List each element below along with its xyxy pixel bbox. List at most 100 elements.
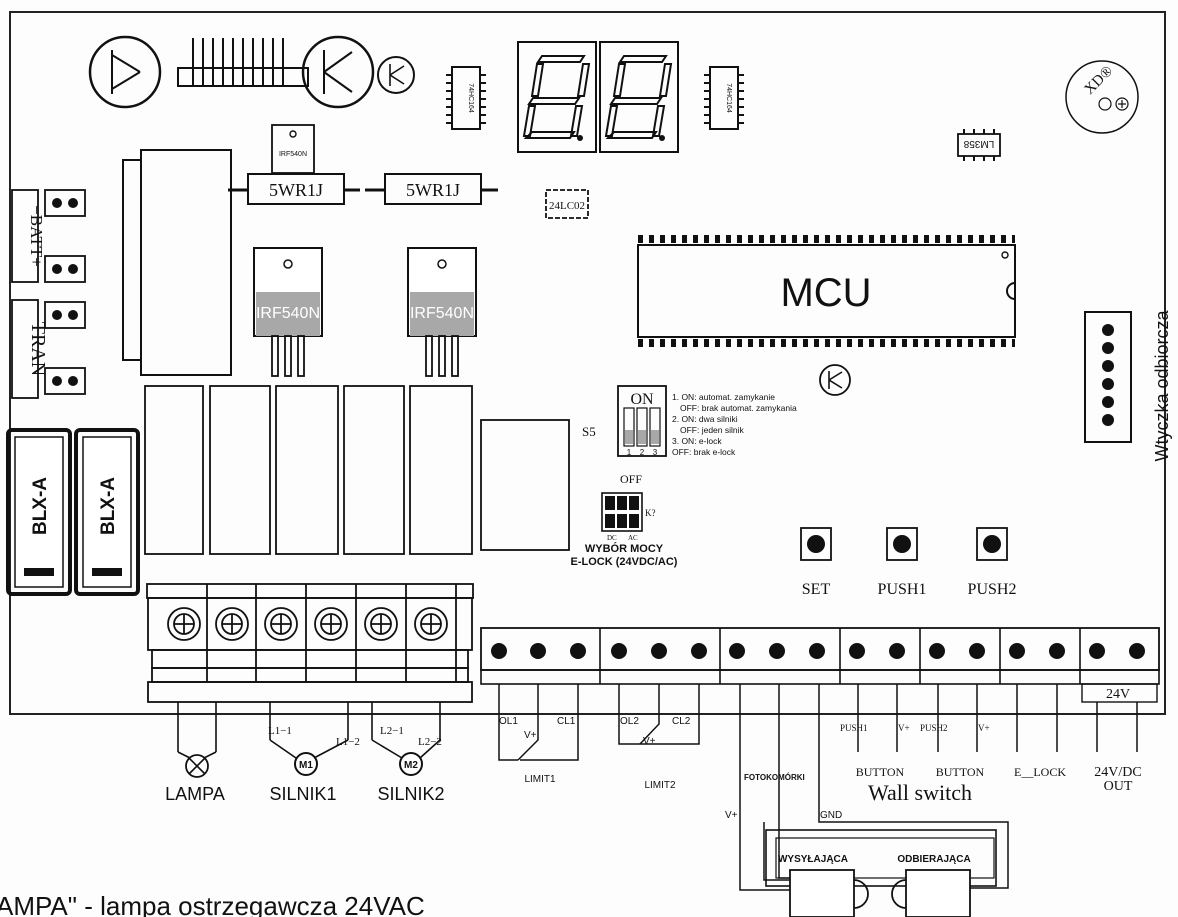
- seven-segment-display-1: [517, 41, 597, 153]
- label-l2-2: L2−2: [418, 736, 442, 748]
- ic-lm358: LM358: [957, 129, 1001, 161]
- jumper-off-label: OFF: [620, 472, 642, 486]
- dip-note-2: OFF: brak automat. zamykania: [680, 403, 797, 413]
- push2-button-caption: BUTTON: [936, 765, 985, 779]
- ol2-label: OL2: [620, 716, 639, 727]
- push2-term-label: PUSH2: [920, 723, 948, 733]
- batt-label: −BATT+: [27, 205, 46, 267]
- limit1-vplus: V+: [524, 730, 537, 741]
- photocell-rx-label: ODBIERAJĄCA: [897, 854, 970, 865]
- receiver-header: Wtyczka odbiorcza: [1084, 309, 1172, 462]
- silnik2-label: SILNIK2: [377, 784, 444, 804]
- foto-vplus-label: V+: [725, 810, 738, 821]
- push1-button-label: PUSH1: [878, 581, 927, 598]
- jumper-ac-label: AC: [628, 534, 638, 542]
- photocell-tx-label: WYSYŁAJĄCA: [778, 854, 848, 865]
- power-terminal-block: [146, 583, 474, 703]
- fuse-2: BLX-A: [74, 428, 140, 596]
- ic-24lc02-label: 24LC02: [549, 200, 585, 212]
- cap-strip: [122, 159, 142, 361]
- motor-2-label: M2: [404, 760, 418, 771]
- jumper-dc-label: DC: [607, 534, 617, 542]
- push1-button-caption: BUTTON: [856, 765, 905, 779]
- transformer-block: [140, 149, 232, 376]
- mosfet-left: IRF540N: [253, 247, 323, 377]
- out-label-1: 24V/DC: [1094, 765, 1141, 780]
- dip-note-3: 2. ON: dwa silniki: [672, 414, 738, 424]
- motor-2-symbol: M2: [399, 752, 423, 776]
- dip-note-4: OFF: jeden silnik: [680, 425, 745, 435]
- mcu-label: MCU: [780, 271, 871, 315]
- ic-24lc02: 24LC02: [545, 189, 589, 219]
- label-l1-2: L1−2: [336, 736, 360, 748]
- mosfet-left-label: IRF540N: [256, 305, 320, 322]
- ol1-label: OL1: [499, 716, 518, 727]
- dip-on-label: ON: [630, 391, 654, 408]
- push1-button[interactable]: PUSH1: [878, 527, 927, 598]
- fuse-1-label: BLX-A: [30, 477, 51, 535]
- set-button-label: SET: [802, 581, 831, 598]
- jumper-k-label: K?: [645, 508, 656, 518]
- ic-lm358-label: LM358: [963, 138, 994, 149]
- lampa-label: LAMPA: [165, 784, 225, 804]
- brand-logo-text: XD®: [1082, 63, 1117, 98]
- load-wiring: [177, 702, 441, 759]
- label-l2-1: L2−1: [380, 725, 404, 737]
- push2-vplus: V+: [978, 723, 990, 733]
- jumper-title-1: WYBÓR MOCY: [585, 542, 664, 555]
- photocell-pair: WYSYŁAJĄCA ODBIERAJĄCA: [765, 829, 997, 917]
- power-transistor-right: [301, 35, 375, 109]
- relay-bank: [144, 385, 570, 555]
- mosfet-top: IRF540N: [271, 124, 315, 174]
- label-l1-1: L1−1: [268, 725, 292, 737]
- mosfet-right: IRF540N: [407, 247, 477, 377]
- push2-button-label: PUSH2: [968, 581, 1017, 598]
- jumper-title-2: E-LOCK (24VDC/AC): [571, 556, 678, 568]
- heatsink: [177, 38, 309, 87]
- seven-segment-display-2: [599, 41, 679, 153]
- dip-number-1: 1: [627, 448, 632, 457]
- signal-terminal-block: 24V: [480, 627, 1160, 703]
- dip-switch-s5[interactable]: S5 ON 1 2 3: [582, 385, 667, 457]
- small-transistor-top: [377, 56, 415, 94]
- ic-left-label: 74HC164: [467, 83, 474, 113]
- resistor-1-label: 5WR1J: [269, 180, 323, 200]
- small-transistor-mcu: [819, 364, 851, 396]
- power-transistor-left: [88, 35, 162, 109]
- mcu-chip: MCU: [637, 235, 1016, 347]
- tran-label: TRAN: [27, 322, 49, 376]
- fotokomorki-label: FOTOKOMÓRKI: [744, 773, 805, 782]
- connector-tran: TRAN: [11, 299, 86, 399]
- brand-logo: XD®: [1065, 60, 1139, 134]
- dip-note-1: 1. ON: automat. zamykanie: [672, 392, 775, 402]
- fuse-2-label: BLX-A: [98, 477, 119, 535]
- push2-button[interactable]: PUSH2: [968, 527, 1017, 598]
- wall-switch-label: Wall switch: [868, 780, 972, 805]
- motor-1-label: M1: [299, 760, 313, 771]
- ic-74hc164-right: 74HC164: [704, 66, 744, 130]
- cl2-label: CL2: [672, 716, 691, 727]
- pcb-outline: [9, 11, 1166, 715]
- dip-note-5: 3. ON: e-lock: [672, 436, 722, 446]
- elock-label: E__LOCK: [1014, 765, 1066, 779]
- silnik1-label: SILNIK1: [269, 784, 336, 804]
- elock-jumper[interactable]: OFF K? DC AC WYBÓR MOCY E-LOCK (24VDC/AC…: [571, 472, 678, 568]
- out-label-2: OUT: [1104, 779, 1133, 794]
- fuse-1: BLX-A: [6, 428, 72, 596]
- v24-label: 24V: [1106, 687, 1130, 702]
- dip-switch-label: S5: [582, 424, 596, 439]
- dip-note-6: OFF: brak e-lock: [672, 447, 736, 457]
- lamp-symbol: [185, 754, 209, 778]
- ic-74hc164-left: 74HC164: [446, 66, 486, 130]
- dip-number-3: 3: [653, 448, 658, 457]
- push1-vplus: V+: [898, 723, 910, 733]
- push1-term-label: PUSH1: [840, 723, 868, 733]
- receiver-label: Wtyczka odbiorcza: [1152, 309, 1172, 461]
- resistor-1: 5WR1J: [228, 173, 360, 205]
- set-button[interactable]: SET: [800, 527, 832, 598]
- connector-batt: −BATT+: [11, 189, 86, 283]
- mosfet-right-label: IRF540N: [410, 305, 474, 322]
- resistor-2: 5WR1J: [365, 173, 498, 205]
